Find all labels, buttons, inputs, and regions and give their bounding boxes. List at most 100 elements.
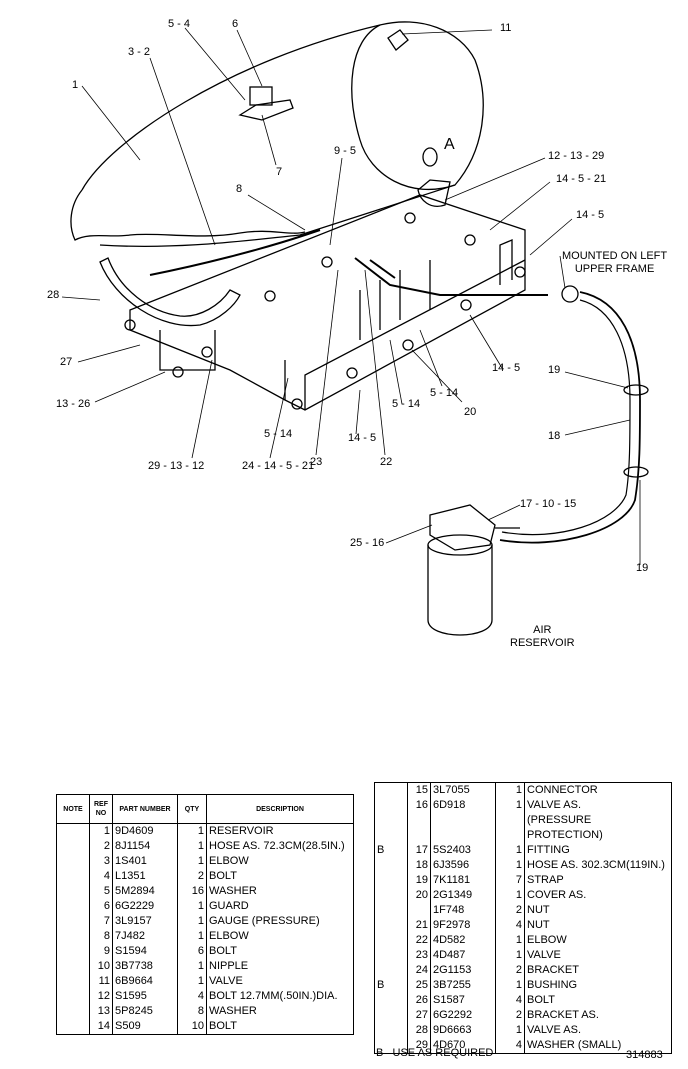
ref-cell: 10 [89, 959, 113, 974]
callout-28: 28 [47, 289, 60, 301]
note-cell [374, 1038, 408, 1054]
note-cell [374, 948, 408, 963]
strap-19-lower [623, 466, 649, 478]
qty-cell: 2 [495, 903, 525, 918]
drain-plug [422, 147, 438, 167]
description-cell: ELBOW [206, 929, 354, 944]
ref-cell: 1 [89, 823, 113, 839]
callout-5-4: 5 - 4 [168, 18, 191, 30]
mounting-frame [129, 194, 526, 411]
qty-cell: 1 [495, 858, 525, 873]
part-number-cell: 9F2978 [430, 918, 496, 933]
callout-3-2: 3 - 2 [128, 46, 151, 58]
part-number-cell: 5S2403 [430, 843, 496, 858]
callout-17-10-15: 17 - 10 - 15 [520, 498, 577, 510]
qty-cell: 1 [495, 933, 525, 948]
callout-14-5-top: 14 - 5 [576, 209, 605, 221]
ref-cell: 25 [407, 978, 431, 993]
qty-cell: 16 [177, 884, 207, 899]
qty-cell: 1 [495, 888, 525, 903]
ref-cell: 18 [407, 858, 431, 873]
part-number-cell: 3B7255 [430, 978, 496, 993]
ref-cell: 28 [407, 1023, 431, 1038]
callout-24-14-5-21: 24 - 14 - 5 - 21 [242, 460, 315, 472]
part-number-cell: 8J1154 [112, 839, 178, 854]
header-part-number: PART NUMBER [112, 794, 178, 824]
valve-11 [387, 29, 409, 51]
part-number-cell: 7J482 [112, 929, 178, 944]
part-number-cell: 1F748 [430, 903, 496, 918]
callout-14-5-21: 14 - 5 - 21 [556, 173, 607, 185]
protection-valve [429, 504, 496, 551]
description-cell: WASHER (SMALL) [524, 1038, 672, 1054]
part-number-cell: S509 [112, 1019, 178, 1035]
qty-cell: 1 [177, 823, 207, 839]
table-row: (PRESSURE PROTECTION) [374, 813, 672, 843]
part-number-cell: 6J3596 [430, 858, 496, 873]
callout-12-13-29: 12 - 13 - 29 [548, 150, 605, 162]
note-cell [374, 858, 408, 873]
air-reservoir-label: AIR RESERVOIR [510, 624, 575, 649]
callout-6: 6 [232, 18, 239, 30]
description-cell: NUT [524, 903, 672, 918]
ref-cell: 5 [89, 884, 113, 899]
part-number-cell: 5M2894 [112, 884, 178, 899]
qty-cell: 1 [495, 978, 525, 993]
qty-cell: 4 [177, 989, 207, 1004]
note-cell [374, 963, 408, 978]
fitting-left-frame [561, 285, 579, 303]
description-cell: VALVE AS. [524, 798, 672, 813]
part-number-cell: 3L7055 [430, 782, 496, 798]
ref-cell: 17 [407, 843, 431, 858]
ref-cell: 23 [407, 948, 431, 963]
part-number-cell: 3L9157 [112, 914, 178, 929]
callout-20: 20 [464, 406, 477, 418]
air-reservoir [427, 545, 493, 636]
qty-cell: 6 [177, 944, 207, 959]
qty-cell [495, 813, 525, 843]
part-number-cell: 4D487 [430, 948, 496, 963]
qty-cell: 1 [495, 843, 525, 858]
part-number-cell: 9D6663 [430, 1023, 496, 1038]
part-number-cell: 5P8245 [112, 1004, 178, 1019]
footnote-use-as-required: B USE AS REQUIRED [376, 1047, 494, 1059]
description-cell: STRAP [524, 873, 672, 888]
note-cell [374, 903, 408, 918]
description-cell: BUSHING [524, 978, 672, 993]
note-cell [374, 798, 408, 813]
callout-19-upper: 19 [548, 364, 561, 376]
ref-cell [407, 813, 431, 843]
description-cell: BOLT [524, 993, 672, 1008]
mounted-on-left-upper-frame-note: MOUNTED ON LEFT UPPER FRAME [562, 250, 668, 275]
note-cell: B [374, 843, 408, 858]
header-ref-no: REF NO [89, 794, 113, 824]
bolts [124, 212, 526, 410]
table-header-row: NOTE REF NO PART NUMBER QTY DESCRIPTION [56, 794, 354, 824]
part-number-cell: S1595 [112, 989, 178, 1004]
note-cell [374, 782, 408, 798]
description-cell: (PRESSURE PROTECTION) [524, 813, 672, 843]
note-cell [374, 888, 408, 903]
note-cell: B [374, 978, 408, 993]
callout-22: 22 [380, 456, 393, 468]
part-number-cell: 6B9664 [112, 974, 178, 989]
description-cell: GAUGE (PRESSURE) [206, 914, 354, 929]
ref-cell [407, 903, 431, 918]
qty-cell: 4 [495, 993, 525, 1008]
callout-29-13-12: 29 - 13 - 12 [148, 460, 205, 472]
ref-cell: 7 [89, 914, 113, 929]
